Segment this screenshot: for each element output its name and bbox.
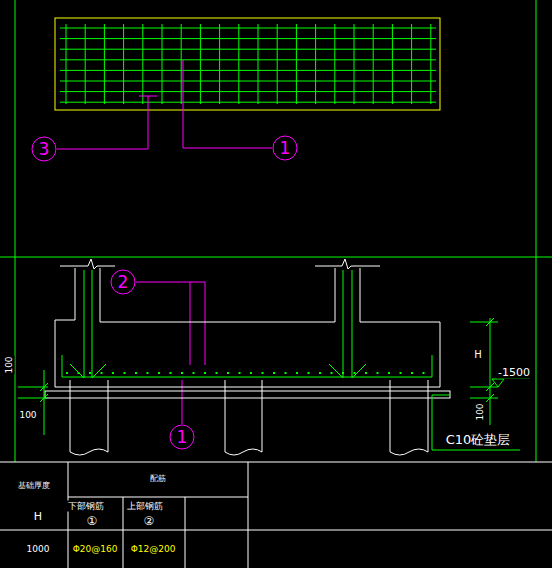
elevation-text: -1500 [497,366,531,379]
leader-lines [57,60,272,424]
dimension-text: 100 [18,410,37,421]
dimension-text: H [473,349,483,361]
plan-rebar-grid [60,24,436,104]
rebar-table [0,462,552,568]
table-cell: Φ20@160 [72,544,119,555]
callout-number: 3 [31,136,57,162]
cap-rebar [62,270,432,378]
table-cell: 1000 [26,544,51,555]
dimension-text: 100 [3,355,14,374]
dimension-lines [18,318,530,450]
table-header: ② [143,514,156,528]
table-header: 配筋 [149,474,167,484]
plan-outline [55,18,440,110]
frame-lines [0,0,552,462]
table-cell: Φ12@200 [130,544,177,555]
callout-number: 1 [272,135,298,161]
dimension-text: 100 [475,402,486,421]
table-header: 下部钢筋 [67,501,105,512]
table-header: ① [86,514,99,528]
callout-circle: 2 [110,269,136,295]
pile-cap [45,259,450,398]
cushion-note: C10砼垫层 [445,432,512,447]
callout-number: 2 [110,269,136,295]
callout-circle: 1 [272,135,298,161]
callout-circle: 1 [169,424,195,450]
callout-circle: 3 [31,136,57,162]
table-cell: H [33,510,43,523]
rebar-dots [66,372,425,374]
callout-number: 1 [169,424,195,450]
table-header: 基础厚度 [17,481,51,491]
table-header: 上部钢筋 [126,501,164,512]
